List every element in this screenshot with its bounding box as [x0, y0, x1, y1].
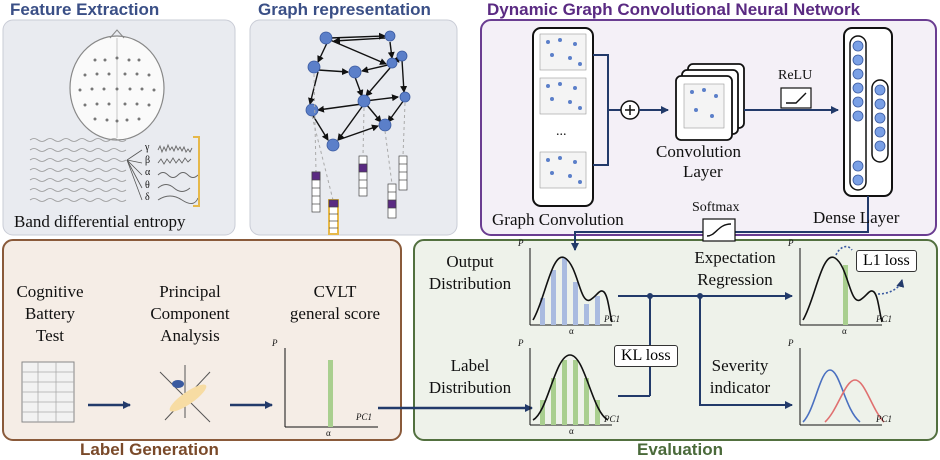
- relu-label: ReLU: [778, 68, 813, 83]
- dense-neurons: [852, 40, 886, 186]
- kl-connectors: [618, 292, 793, 409]
- output-axis-p: P: [518, 238, 524, 248]
- label-dist-line-1: Label: [450, 356, 490, 375]
- conv-layer-label-2: Layer: [683, 162, 723, 181]
- kl-loss-label: KL loss: [614, 345, 678, 367]
- severity-axis-p: P: [788, 338, 794, 348]
- expectation-axis-p: P: [788, 238, 794, 248]
- expectation-chart: [799, 245, 905, 326]
- graph-conv-ellipsis: ...: [556, 124, 567, 139]
- expectation-axis-pc1: PC1: [876, 314, 893, 324]
- dense-layer-label: Dense Layer: [813, 208, 900, 227]
- dgcnn-title: Dynamic Graph Convolutional Neural Netwo…: [487, 0, 861, 19]
- pca-line-3: Analysis: [160, 326, 220, 345]
- output-dist-line-1: Output: [446, 252, 494, 271]
- severity-chart: [799, 348, 885, 426]
- output-axis-alpha: α: [569, 326, 574, 336]
- output-dist-chart: [529, 248, 613, 326]
- label-generation-title: Label Generation: [80, 440, 219, 459]
- cognitive-line-2: Battery: [24, 304, 76, 323]
- eeg-head-icon: [69, 29, 165, 141]
- severity-line-2: indicator: [709, 378, 771, 397]
- battery-test-icon: [21, 361, 75, 423]
- output-dist-line-2: Distribution: [428, 274, 512, 293]
- pca-line-1: Principal: [159, 282, 221, 301]
- band-waves: [157, 143, 199, 204]
- band-beta: β: [145, 155, 151, 166]
- band-gamma: γ: [145, 142, 150, 153]
- graph-conv-to-sum-lines: [593, 54, 622, 166]
- conv-layer-label-1: Convolution: [656, 142, 742, 161]
- cognitive-line-3: Test: [35, 326, 65, 345]
- graph-conv-label: Graph Convolution: [492, 210, 624, 229]
- cvlt-axis-p: P: [272, 338, 278, 348]
- graph-representation-title: Graph representation: [258, 0, 431, 19]
- output-axis-pc1: PC1: [604, 314, 621, 324]
- band-delta: δ: [145, 192, 150, 203]
- conv-layer-stack: [675, 63, 745, 141]
- cognitive-line-1: Cognitive: [16, 282, 84, 301]
- graph-edges: [308, 32, 408, 141]
- label-dist-line-2: Distribution: [428, 378, 512, 397]
- label-axis-p: P: [518, 338, 524, 348]
- severity-axis-pc1: PC1: [876, 414, 893, 424]
- junction-dot-1: [647, 293, 653, 299]
- cvlt-line-1: CVLT: [313, 282, 357, 301]
- cvlt-axis-alpha: α: [326, 428, 331, 438]
- expectation-line-1: Expectation: [694, 248, 776, 267]
- softmax-icon: [702, 218, 736, 242]
- l1-loss-label: L1 loss: [856, 250, 917, 272]
- band-alpha: α: [145, 167, 151, 178]
- label-dist-chart: [529, 348, 612, 426]
- cvlt-line-2: general score: [289, 304, 381, 323]
- expectation-line-2: Regression: [697, 270, 773, 289]
- graph-dashed-links: [311, 73, 406, 201]
- feature-vectors: [311, 155, 408, 235]
- junction-dot-2: [697, 293, 703, 299]
- label-axis-pc1: PC1: [604, 414, 621, 424]
- band-theta: θ: [145, 180, 150, 191]
- label-axis-alpha: α: [569, 426, 574, 436]
- graph-conv-thumbs: [539, 33, 587, 189]
- label-generation-panel: [2, 239, 402, 441]
- pca-icon: [159, 365, 211, 423]
- feature-extraction-title: Feature Extraction: [10, 0, 160, 19]
- graph-conv-thumb-nodes: [546, 38, 582, 184]
- pca-line-2: Component: [150, 304, 230, 323]
- severity-line-1: Severity: [711, 356, 769, 375]
- cvlt-chart: [284, 348, 378, 428]
- band-bracket: [193, 136, 200, 207]
- expectation-axis-alpha: α: [842, 326, 847, 336]
- cvlt-axis-pc1: PC1: [356, 412, 373, 422]
- eeg-signal-traces: [29, 138, 127, 202]
- graph-nodes: [305, 30, 411, 152]
- band-lines: [126, 149, 143, 201]
- evaluation-title: Evaluation: [637, 440, 723, 459]
- softmax-label: Softmax: [692, 200, 740, 215]
- graph-representation-panel: [249, 19, 458, 236]
- relu-icon: [780, 87, 812, 109]
- band-caption: Band differential entropy: [14, 212, 186, 231]
